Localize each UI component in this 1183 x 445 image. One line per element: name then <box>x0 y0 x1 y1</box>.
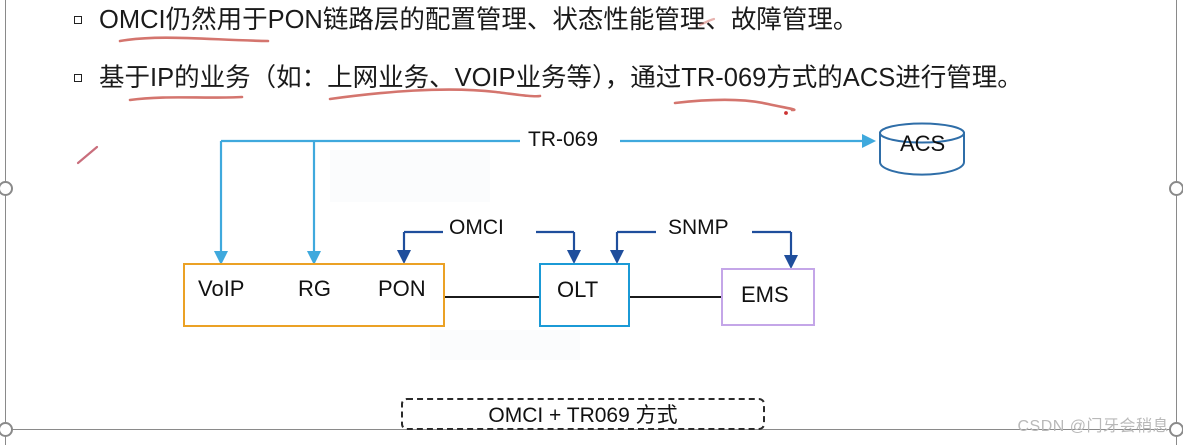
square-bullet-icon <box>74 16 82 24</box>
caption-label: OMCI + TR069 方式 <box>488 404 678 427</box>
background-block <box>330 150 490 202</box>
resize-handle-right[interactable] <box>1169 181 1183 196</box>
wire-olt-to-ems <box>630 296 721 298</box>
background-block <box>430 330 580 360</box>
watermark-text: CSDN @门牙会稍息 <box>1017 418 1169 435</box>
tick-mark-left <box>76 145 99 165</box>
resize-handle-bottom-right[interactable] <box>1169 422 1183 437</box>
bullet-item-2-text: 基于IP的业务（如：上网业务、VOIP业务等），通过TR-069方式的ACS进行… <box>99 64 1023 92</box>
node-acs-label: ACS <box>900 131 946 156</box>
underline-stroke-line2a <box>128 95 244 102</box>
node-rg-label: RG <box>298 276 331 301</box>
resize-handle-bottom-left[interactable] <box>0 422 13 437</box>
node-voip-label: VoIP <box>198 276 245 301</box>
dot-mark <box>784 111 788 115</box>
node-olt-label: OLT <box>557 277 599 302</box>
ems-box <box>721 268 815 326</box>
underline-stroke-line2c <box>673 98 796 112</box>
square-bullet-icon <box>74 74 82 82</box>
label-snmp: SNMP <box>668 216 729 239</box>
wire-cpe-to-olt <box>445 296 539 298</box>
bullet-item-2: 基于IP的业务（如：上网业务、VOIP业务等），通过TR-069方式的ACS进行… <box>74 61 1023 95</box>
underline-stroke-line1 <box>118 36 270 43</box>
node-ems-label: EMS <box>741 282 789 307</box>
caption-dashed-box: OMCI + TR069 方式 <box>401 398 765 430</box>
resize-handle-left[interactable] <box>0 181 13 196</box>
label-tr069: TR-069 <box>528 128 599 151</box>
slide-frame-right-border <box>1176 0 1177 445</box>
bullet-item-1: OMCI仍然用于PON链路层的配置管理、状态性能管理、故障管理。 <box>74 3 858 37</box>
label-omci: OMCI <box>449 216 504 239</box>
node-pon-label: PON <box>378 276 426 301</box>
slide-frame-left-border <box>5 0 6 445</box>
olt-box <box>539 263 630 327</box>
cpe-box <box>183 263 445 327</box>
bullet-item-1-text: OMCI仍然用于PON链路层的配置管理、状态性能管理、故障管理。 <box>99 6 859 34</box>
